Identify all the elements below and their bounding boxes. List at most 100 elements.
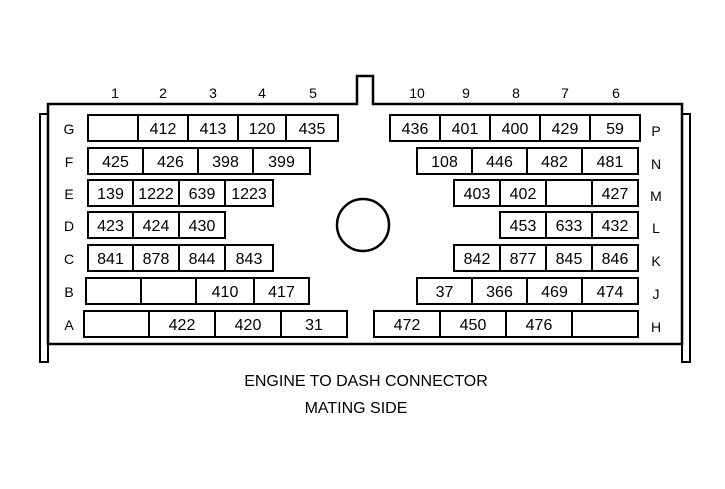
row-label: C [64,251,74,267]
connector-cavity: 435 [285,114,339,142]
row-label: J [653,286,660,302]
row-label: D [64,218,74,234]
circuit-number: 846 [602,251,629,268]
circuit-number: 482 [541,154,568,171]
cavity-box [224,179,274,207]
cavity-box [591,244,639,272]
row-label: L [652,220,660,236]
connector-cavity: 476 [505,310,573,338]
connector-cavity [545,179,593,207]
connector-cavity: 401 [439,114,491,142]
cavity-box [545,211,593,239]
cavity-box [253,277,310,305]
cavity-box [571,310,639,338]
cavity-box [87,114,139,142]
circuit-number: 843 [236,251,263,268]
cavity-box [589,114,641,142]
connector-cavity [571,310,639,338]
circuit-number: 398 [212,154,239,171]
connector-cavity: 481 [581,147,639,175]
row-label: B [64,284,73,300]
circuit-number: 450 [460,317,487,334]
cavity-box [224,244,274,272]
connector-cavity [83,310,150,338]
row-label: K [651,253,661,269]
row-label: H [651,319,661,335]
connector-cavity: 402 [499,179,547,207]
circuit-number: 877 [510,251,537,268]
connector-cavity: 842 [453,244,501,272]
cavity-box [453,179,501,207]
column-label: 5 [309,85,317,101]
connector-cavity: 410 [195,277,255,305]
circuit-number: 402 [510,186,537,203]
column-label: 2 [159,85,167,101]
connector-cavity: 1223 [224,179,274,207]
cavity-box [87,211,134,239]
connector-cavity: 436 [389,114,441,142]
cavity-box [581,147,639,175]
connector-cavity: 639 [178,179,226,207]
connector-cavity: 399 [252,147,311,175]
circuit-number: 426 [157,154,184,171]
cavity-box [280,310,348,338]
cavity-box [197,147,254,175]
circuit-number: 423 [97,218,124,235]
connector-cavity: 469 [526,277,583,305]
row-label: P [651,123,660,139]
cavity-box [505,310,573,338]
circuit-number: 845 [556,251,583,268]
circuit-number: 878 [143,251,170,268]
circuit-number: 403 [464,186,491,203]
circuit-number: 1223 [231,186,267,203]
cavity-box [187,114,239,142]
circuit-number: 842 [464,251,491,268]
circuit-number: 1222 [138,186,174,203]
connector-cavity: 878 [132,244,180,272]
left-latch [39,113,49,363]
connector-cavity: 633 [545,211,593,239]
column-label: 8 [512,85,520,101]
connector-cavity: 1222 [132,179,180,207]
connector-cavity: 877 [499,244,547,272]
circuit-number: 469 [541,284,568,301]
cavity-box [545,179,593,207]
cavity-box [178,211,226,239]
connector-cavity [140,277,197,305]
connector-cavity [85,277,142,305]
connector-cavity: 450 [439,310,507,338]
circuit-number: 424 [143,218,170,235]
connector-cavity: 426 [142,147,199,175]
cavity-box [545,244,593,272]
connector-cavity: 412 [137,114,189,142]
row-label: A [64,317,74,333]
connector-cavity [87,114,139,142]
circuit-number: 844 [189,251,216,268]
column-label: 7 [561,85,569,101]
cavity-box [471,277,528,305]
connector-cavity: 425 [87,147,144,175]
connector-cavity: 417 [253,277,310,305]
circuit-number: 108 [431,154,458,171]
cavity-box [178,244,226,272]
connector-cavity: 37 [416,277,473,305]
circuit-number: 453 [510,218,537,235]
cavity-box [591,179,639,207]
connector-cavity: 482 [526,147,583,175]
cavity-box [132,211,180,239]
cavity-box [132,179,180,207]
circuit-number: 400 [502,121,529,138]
circuit-number: 639 [189,186,216,203]
column-label: 1 [111,85,119,101]
row-label: N [651,156,661,172]
circuit-number: 481 [597,154,624,171]
connector-cavity: 413 [187,114,239,142]
connector-cavity: 446 [471,147,528,175]
connector-cavity: 422 [148,310,216,338]
connector-cavity: 366 [471,277,528,305]
connector-cavity: 472 [373,310,441,338]
circuit-number: 399 [268,154,295,171]
connector-cavity: 430 [178,211,226,239]
connector-cavity: 844 [178,244,226,272]
